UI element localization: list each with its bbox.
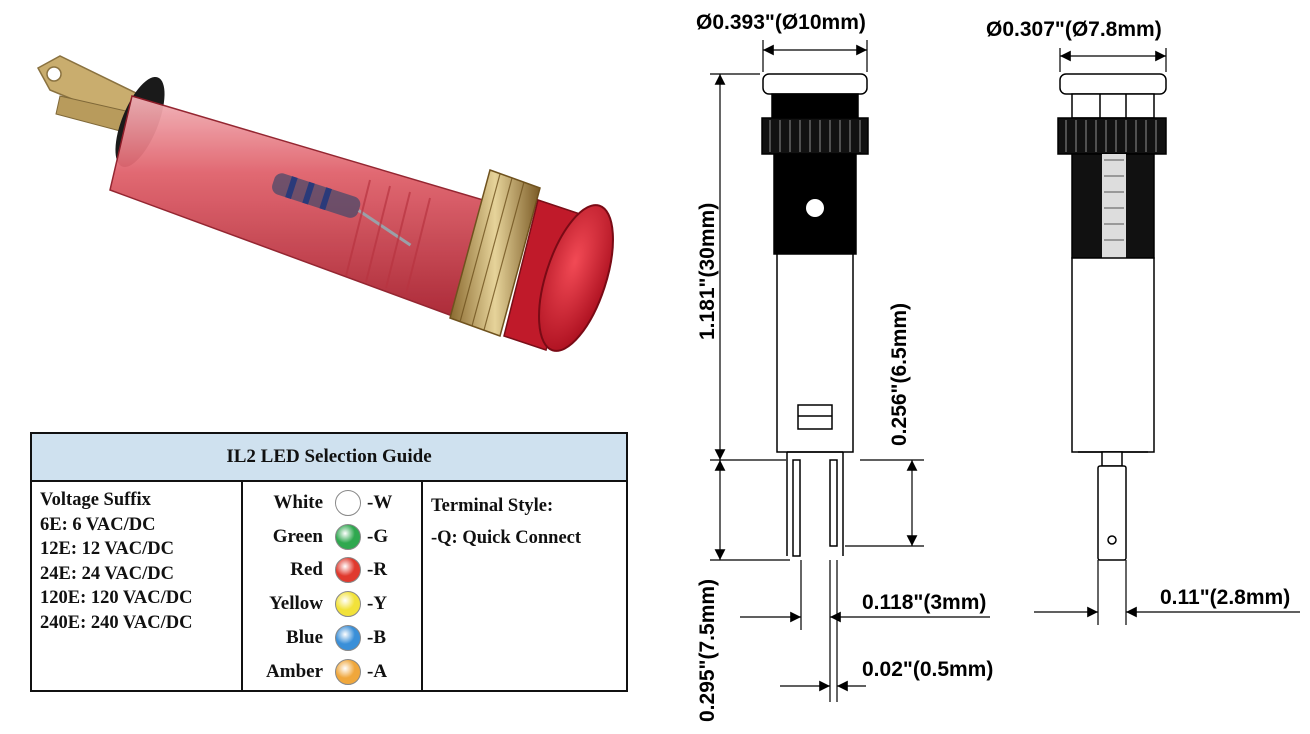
- red-dot-icon: [335, 557, 361, 584]
- color-row-green: Green -G: [243, 520, 421, 554]
- side-view: [1057, 73, 1167, 561]
- dim-pin-spacing: 0.118"(3mm): [862, 591, 986, 614]
- terminal-tabs: [36, 55, 139, 133]
- amber-dot-icon: [335, 658, 361, 685]
- terminal-header: Terminal Style:: [431, 496, 554, 516]
- voltage-option: 24E: 24 VAC/DC: [40, 563, 174, 584]
- voltage-option: 240E: 240 VAC/DC: [40, 612, 193, 633]
- dimension-lines: [710, 40, 1300, 702]
- color-name: Amber: [266, 660, 323, 682]
- color-row-blue: Blue -B: [243, 621, 421, 655]
- color-name: Blue: [286, 627, 323, 649]
- color-suffix: -A: [367, 660, 388, 682]
- voltage-option: 6E: 6 VAC/DC: [40, 514, 156, 535]
- yellow-dot-icon: [335, 591, 361, 618]
- terminal-column: Terminal Style: -Q: Quick Connect: [423, 482, 626, 690]
- thread-ribs: [345, 179, 431, 295]
- terminal-option: -Q: Quick Connect: [431, 528, 582, 548]
- color-row-white: White -W: [243, 486, 421, 520]
- color-column: White -W Green -G Red -R Yellow -Y Blue: [243, 482, 423, 690]
- front-view: [761, 73, 869, 557]
- white-dot-icon: [335, 489, 361, 516]
- lamp-body: [109, 95, 491, 319]
- dim-side-diameter: Ø0.307"(Ø7.8mm): [986, 18, 1162, 41]
- guide-title: IL2 LED Selection Guide: [32, 434, 626, 482]
- dim-pin-length: 0.295"(7.5mm): [696, 579, 719, 722]
- color-suffix: -B: [367, 627, 386, 649]
- color-name: Yellow: [269, 593, 323, 615]
- voltage-header: Voltage Suffix: [40, 490, 151, 510]
- voltage-option: 120E: 120 VAC/DC: [40, 588, 193, 608]
- color-suffix: -R: [367, 559, 388, 581]
- color-suffix: -W: [367, 491, 393, 513]
- dimension-drawing: Ø0.393"(Ø10mm) Ø0.307"(Ø7.8mm) 1.181"(30…: [696, 11, 1300, 722]
- selection-guide-table: IL2 LED Selection Guide Voltage Suffix 6…: [30, 432, 628, 692]
- dim-pin-thickness: 0.02"(0.5mm): [862, 658, 993, 681]
- dim-terminal-width: 0.11"(2.8mm): [1160, 586, 1290, 609]
- color-suffix: -Y: [367, 593, 388, 615]
- dim-terminal-length: 0.256"(6.5mm): [888, 303, 911, 446]
- color-row-yellow: Yellow -Y: [243, 587, 421, 621]
- color-row-red: Red -R: [243, 554, 421, 588]
- brass-nut: [449, 169, 541, 337]
- blue-dot-icon: [335, 625, 361, 652]
- color-name: White: [273, 491, 323, 513]
- product-photo: [36, 55, 614, 352]
- red-lens: [538, 204, 614, 352]
- color-name: Red: [290, 559, 323, 581]
- voltage-option: 12E: 12 VAC/DC: [40, 539, 174, 559]
- color-row-amber: Amber -A: [243, 655, 421, 689]
- dim-overall-length: 1.181"(30mm): [696, 203, 719, 340]
- color-suffix: -G: [367, 525, 389, 547]
- color-name: Green: [272, 525, 323, 547]
- voltage-column: Voltage Suffix 6E: 6 VAC/DC 12E: 12 VAC/…: [32, 482, 243, 690]
- dim-front-diameter: Ø0.393"(Ø10mm): [696, 11, 866, 34]
- green-dot-icon: [335, 523, 361, 550]
- resistor: [272, 173, 412, 247]
